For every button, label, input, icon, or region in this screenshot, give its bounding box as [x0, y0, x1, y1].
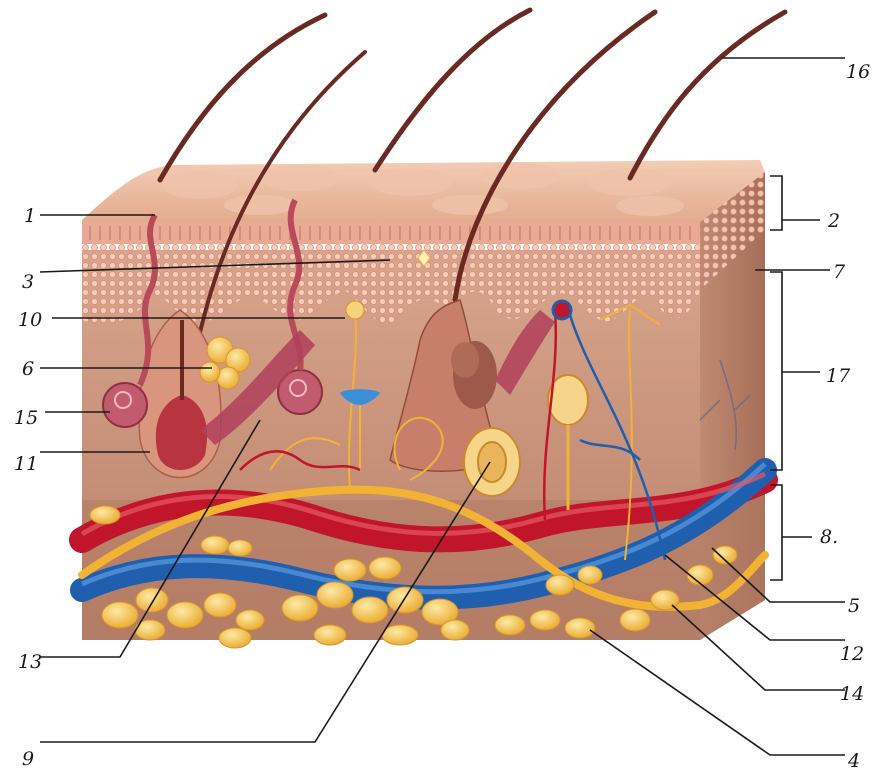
label-8: 8. [820, 526, 838, 548]
label-11: 11 [14, 453, 38, 475]
capillary-loop [553, 301, 571, 319]
label-7: 7 [833, 261, 846, 283]
label-5: 5 [848, 595, 860, 617]
label-16: 16 [846, 61, 870, 83]
label-2: 2 [827, 210, 840, 232]
bracket-17 [770, 272, 820, 470]
label-6: 6 [22, 358, 34, 380]
label-10: 10 [18, 309, 42, 331]
label-4: 4 [847, 750, 860, 772]
label-13: 13 [18, 651, 42, 673]
label-15: 15 [14, 407, 38, 429]
line-4 [590, 630, 845, 755]
hair-1 [160, 15, 325, 180]
label-17: 17 [826, 365, 851, 387]
layer-brackets [770, 176, 820, 580]
hair-3 [375, 10, 530, 170]
label-1: 1 [24, 205, 36, 227]
stratum-corneum [82, 222, 700, 244]
corneum-ticks [90, 226, 690, 240]
bracket-2 [770, 176, 820, 230]
nerve-ending-10 [346, 301, 364, 319]
label-12: 12 [840, 643, 864, 665]
label-14: 14 [840, 683, 864, 705]
bracket-8 [770, 485, 812, 580]
label-3: 3 [22, 271, 34, 293]
hair-5 [630, 12, 785, 178]
label-9: 9 [22, 748, 34, 770]
